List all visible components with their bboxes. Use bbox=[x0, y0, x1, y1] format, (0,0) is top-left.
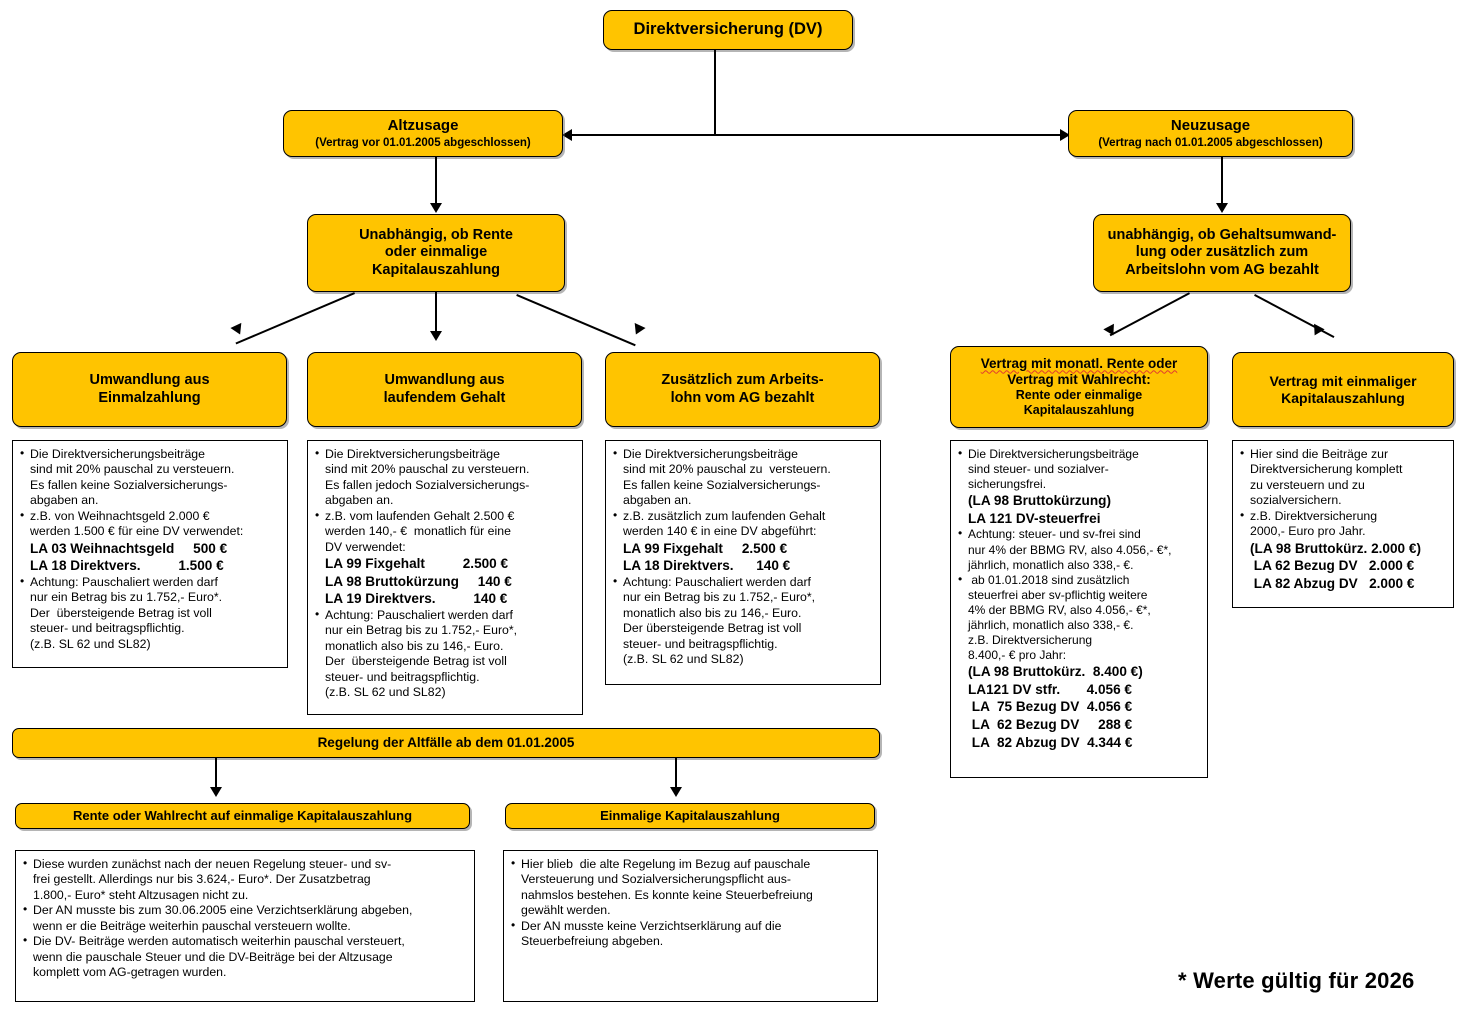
list-item: Achtung: Pauschaliert werden darf nur ei… bbox=[20, 574, 280, 652]
connector-alt-case1 bbox=[235, 292, 355, 345]
connector-neu-to-condition bbox=[1221, 157, 1223, 205]
case5-line1: Vertrag mit einmaliger bbox=[1269, 372, 1417, 389]
list-item: z.B. Direktversicherung 2000,- Euro pro … bbox=[1240, 508, 1446, 593]
case4-line4: Kapitalauszahlung bbox=[1023, 402, 1135, 417]
detail-box-vertrag-einmalige-kapitalauszahlung: Hier sind die Beiträge zur Direktversich… bbox=[1232, 440, 1454, 608]
connector-alt-case3 bbox=[516, 294, 636, 347]
detail2-list: Die Direktversicherungsbeiträge sind mit… bbox=[315, 446, 575, 701]
node-option-rente-oder-wahlrecht: Rente oder Wahlrecht auf einmalige Kapit… bbox=[15, 803, 470, 829]
node-regelung-altfaelle: Regelung der Altfälle ab dem 01.01.2005 bbox=[12, 728, 880, 758]
list-item: Der AN musste bis zum 30.06.2005 eine Ve… bbox=[23, 902, 467, 934]
detail-box-altfaelle-rente-wahlrecht: Diese wurden zunächst nach der neuen Reg… bbox=[15, 850, 475, 1002]
arrowhead-altfaelle-option2 bbox=[670, 787, 682, 797]
detail5-list: Hier sind die Beiträge zur Direktversich… bbox=[1240, 446, 1446, 593]
list-item: Die Direktversicherungsbeiträge sind mit… bbox=[613, 446, 873, 509]
list-item: Hier sind die Beiträge zur Direktversich… bbox=[1240, 446, 1446, 509]
detail-box-umwandlung-einmalzahlung: Die Direktversicherungsbeiträge sind mit… bbox=[12, 440, 288, 668]
node-option-einmalige-kapitalauszahlung: Einmalige Kapitalauszahlung bbox=[505, 803, 875, 829]
detail-box-vertrag-monatl-rente: Die Direktversicherungsbeiträge sind ste… bbox=[950, 440, 1208, 778]
arrowhead-neu-case4 bbox=[1103, 323, 1119, 339]
node-case-umwandlung-einmalzahlung: Umwandlung aus Einmalzahlung bbox=[12, 352, 287, 427]
arrowhead-neu-condition bbox=[1216, 203, 1228, 213]
case4-line3: Rente oder einmalige bbox=[1015, 388, 1143, 403]
connector-altfaelle-option1 bbox=[215, 758, 217, 790]
list-item: Achtung: Pauschaliert werden darf nur ei… bbox=[613, 574, 873, 668]
node-case-vertrag-einmalige-kapitalauszahlung: Vertrag mit einmaliger Kapitalauszahlung bbox=[1232, 352, 1454, 427]
detail-box-altfaelle-einmalige-kapitalauszahlung: Hier blieb die alte Regelung im Bezug au… bbox=[503, 850, 878, 1002]
arrowhead-to-neuzusage bbox=[1060, 129, 1070, 141]
node-neuzusage-title: Neuzusage bbox=[1170, 116, 1251, 134]
arrowhead-alt-case3 bbox=[630, 322, 646, 338]
option1-label: Rente oder Wahlrecht auf einmalige Kapit… bbox=[72, 808, 413, 824]
detail4-list: Die Direktversicherungsbeiträge sind ste… bbox=[958, 446, 1200, 752]
case1-line1: Umwandlung aus bbox=[89, 372, 210, 389]
arrowhead-to-altzusage bbox=[562, 129, 572, 141]
condition-neu-line1: unabhängig, ob Gehaltsumwand- bbox=[1107, 227, 1337, 244]
list-item: Der AN musste keine Verzichtserklärung a… bbox=[511, 918, 870, 950]
list-item: Achtung: steuer- und sv-frei sind nur 4%… bbox=[958, 526, 1200, 572]
node-case-zusaetzlich-arbeitslohn: Zusätzlich zum Arbeits- lohn vom AG beza… bbox=[605, 352, 880, 427]
list-item: Achtung: Pauschaliert werden darf nur ei… bbox=[315, 607, 575, 701]
node-case-vertrag-monatl-rente: Vertrag mit monatl. Rente oder Vertrag m… bbox=[950, 346, 1208, 428]
node-neuzusage-subtitle: (Vertrag nach 01.01.2005 abgeschlossen) bbox=[1098, 136, 1323, 149]
condition-neu-line2: lung oder zusätzlich zum bbox=[1135, 244, 1309, 261]
node-neuzusage: Neuzusage (Vertrag nach 01.01.2005 abges… bbox=[1068, 110, 1353, 157]
case3-line1: Zusätzlich zum Arbeits- bbox=[661, 372, 824, 389]
detail-box-zusaetzlich-arbeitslohn: Die Direktversicherungsbeiträge sind mit… bbox=[605, 440, 881, 685]
condition-alt-line2: oder einmalige bbox=[384, 244, 488, 261]
list-item: z.B. von Weihnachtsgeld 2.000 € werden 1… bbox=[20, 508, 280, 575]
list-item: Hier blieb die alte Regelung im Bezug au… bbox=[511, 856, 870, 919]
node-altzusage-title: Altzusage bbox=[387, 116, 459, 134]
connector-alt-case2 bbox=[435, 292, 437, 334]
arrowhead-alt-case2 bbox=[430, 331, 442, 341]
condition-alt-line3: Kapitalauszahlung bbox=[371, 261, 501, 278]
regelung-altfaelle-title: Regelung der Altfälle ab dem 01.01.2005 bbox=[317, 735, 575, 751]
connector-altfaelle-option2 bbox=[675, 758, 677, 790]
detail3-list: Die Direktversicherungsbeiträge sind mit… bbox=[613, 446, 873, 668]
list-item: z.B. vom laufenden Gehalt 2.500 € werden… bbox=[315, 508, 575, 608]
node-altzusage: Altzusage (Vertrag vor 01.01.2005 abgesc… bbox=[283, 110, 563, 157]
node-case-umwandlung-laufendes-gehalt: Umwandlung aus laufendem Gehalt bbox=[307, 352, 582, 427]
node-condition-altzusage: Unabhängig, ob Rente oder einmalige Kapi… bbox=[307, 214, 565, 292]
connector-alt-to-condition bbox=[435, 157, 437, 205]
case2-line1: Umwandlung aus bbox=[384, 372, 505, 389]
detail1-list: Die Direktversicherungsbeiträge sind mit… bbox=[20, 446, 280, 652]
arrowhead-neu-case5 bbox=[1309, 323, 1325, 339]
arrowhead-altfaelle-option1 bbox=[210, 787, 222, 797]
arrowhead-alt-case1 bbox=[230, 322, 246, 338]
condition-neu-line3: Arbeitslohn vom AG bezahlt bbox=[1125, 261, 1319, 278]
node-direktversicherung-title: Direktversicherung (DV) bbox=[633, 20, 823, 39]
case5-line2: Kapitalauszahlung bbox=[1281, 389, 1405, 406]
connector-neu-case4 bbox=[1109, 292, 1190, 337]
old-detail1-list: Diese wurden zunächst nach der neuen Reg… bbox=[23, 856, 467, 980]
case2-line2: laufendem Gehalt bbox=[383, 389, 506, 406]
node-condition-neuzusage: unabhängig, ob Gehaltsumwand- lung oder … bbox=[1093, 214, 1351, 292]
list-item: Diese wurden zunächst nach der neuen Reg… bbox=[23, 856, 467, 903]
old-detail2-list: Hier blieb die alte Regelung im Bezug au… bbox=[511, 856, 870, 950]
list-item: Die Direktversicherungsbeiträge sind mit… bbox=[20, 446, 280, 509]
detail-box-umwandlung-laufendes-gehalt: Die Direktversicherungsbeiträge sind mit… bbox=[307, 440, 583, 715]
arrowhead-alt-condition bbox=[430, 203, 442, 213]
node-altzusage-subtitle: (Vertrag vor 01.01.2005 abgeschlossen) bbox=[315, 136, 531, 149]
case3-line2: lohn vom AG bezahlt bbox=[670, 389, 815, 406]
connector-root-bus bbox=[572, 134, 1070, 136]
list-item: ab 01.01.2018 sind zusätzlich steuerfrei… bbox=[958, 572, 1200, 752]
list-item: Die DV- Beiträge werden automatisch weit… bbox=[23, 933, 467, 980]
list-item: Die Direktversicherungsbeiträge sind mit… bbox=[315, 446, 575, 509]
case4-line1: Vertrag mit monatl. Rente oder bbox=[980, 356, 1178, 372]
connector-root-stem bbox=[714, 50, 716, 135]
footnote-werte-gueltig: * Werte gültig für 2026 bbox=[1178, 968, 1415, 993]
condition-alt-line1: Unabhängig, ob Rente bbox=[359, 227, 513, 244]
list-item: Die Direktversicherungsbeiträge sind ste… bbox=[958, 446, 1200, 527]
node-direktversicherung: Direktversicherung (DV) bbox=[603, 10, 853, 50]
case1-line2: Einmalzahlung bbox=[98, 389, 201, 406]
case4-line2: Vertrag mit Wahlrecht: bbox=[1007, 372, 1151, 388]
option2-label: Einmalige Kapitalauszahlung bbox=[600, 808, 780, 824]
list-item: z.B. zusätzlich zum laufenden Gehalt wer… bbox=[613, 508, 873, 575]
